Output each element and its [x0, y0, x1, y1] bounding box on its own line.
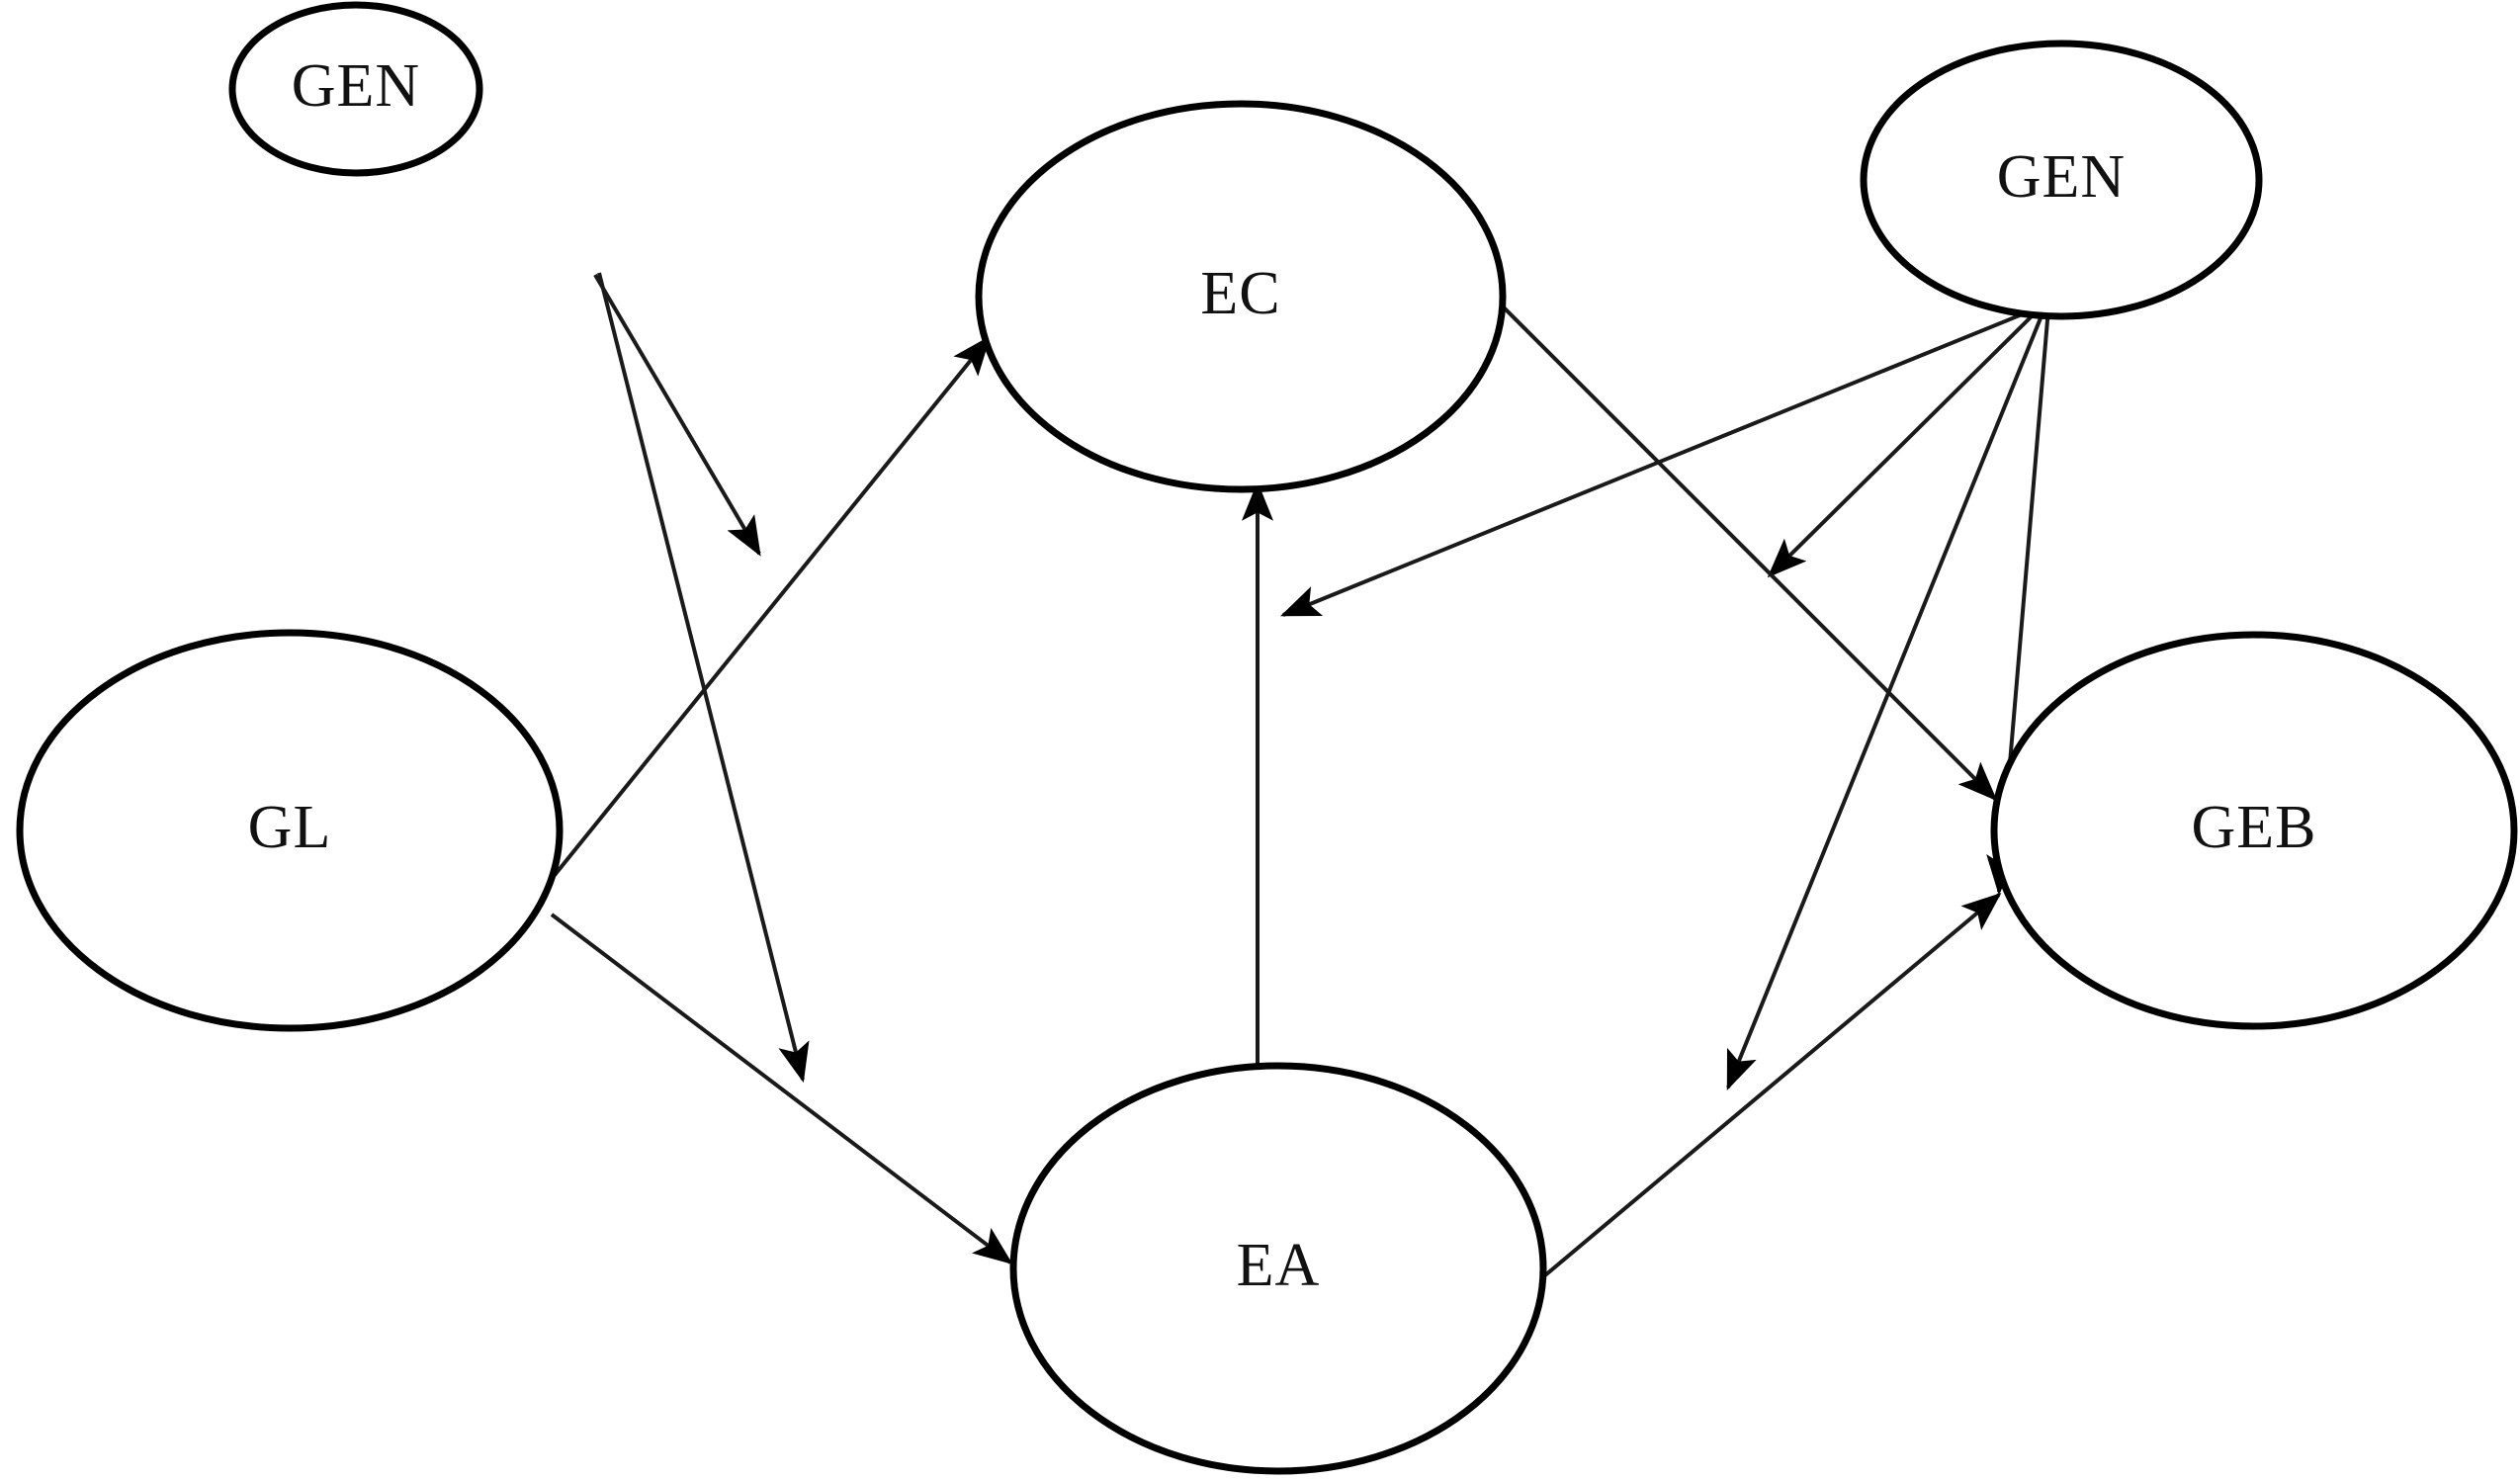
node-label-gen_left: GEN — [292, 52, 420, 120]
node-label-gen_right: GEN — [1997, 143, 2126, 211]
node-ellipse-gen_right[interactable] — [1860, 40, 2263, 320]
node-gen_right[interactable]: GEN — [1860, 40, 2263, 320]
node-label-ec: EC — [1200, 260, 1280, 327]
node-gen_left[interactable]: GEN — [228, 1, 483, 177]
edges-layer — [545, 272, 2050, 1292]
edge-gen_right_to_ea_a — [1767, 306, 2042, 578]
node-ea[interactable]: EA — [1009, 1062, 1547, 1475]
node-ellipse-gen_left[interactable] — [228, 1, 483, 177]
edge-ec_to_geb — [1481, 285, 1998, 802]
node-gl[interactable]: GL — [16, 629, 564, 1032]
edge-gen_right_to_ea_b — [1726, 307, 2046, 1090]
node-ellipse-ea[interactable] — [1009, 1062, 1547, 1475]
node-geb[interactable]: GEB — [1990, 631, 2518, 1030]
node-label-gl: GL — [248, 794, 332, 861]
nodes-layer: GEN EC GEN GL GEB EA — [16, 1, 2518, 1475]
edge-ea_to_geb — [1525, 892, 2002, 1292]
node-ellipse-ec[interactable] — [975, 100, 1507, 493]
edge-gl_to_ea — [550, 913, 1013, 1264]
edge-gl_to_ec — [545, 335, 992, 887]
edge-gen_left_to_ea_a — [593, 273, 761, 557]
edge-gen_left_to_ea_b — [597, 272, 810, 1084]
node-ellipse-geb[interactable] — [1990, 631, 2518, 1030]
node-ellipse-gl[interactable] — [16, 629, 564, 1032]
node-label-geb: GEB — [2192, 794, 2317, 861]
node-label-ea: EA — [1237, 1232, 1321, 1299]
node-ec[interactable]: EC — [975, 100, 1507, 493]
